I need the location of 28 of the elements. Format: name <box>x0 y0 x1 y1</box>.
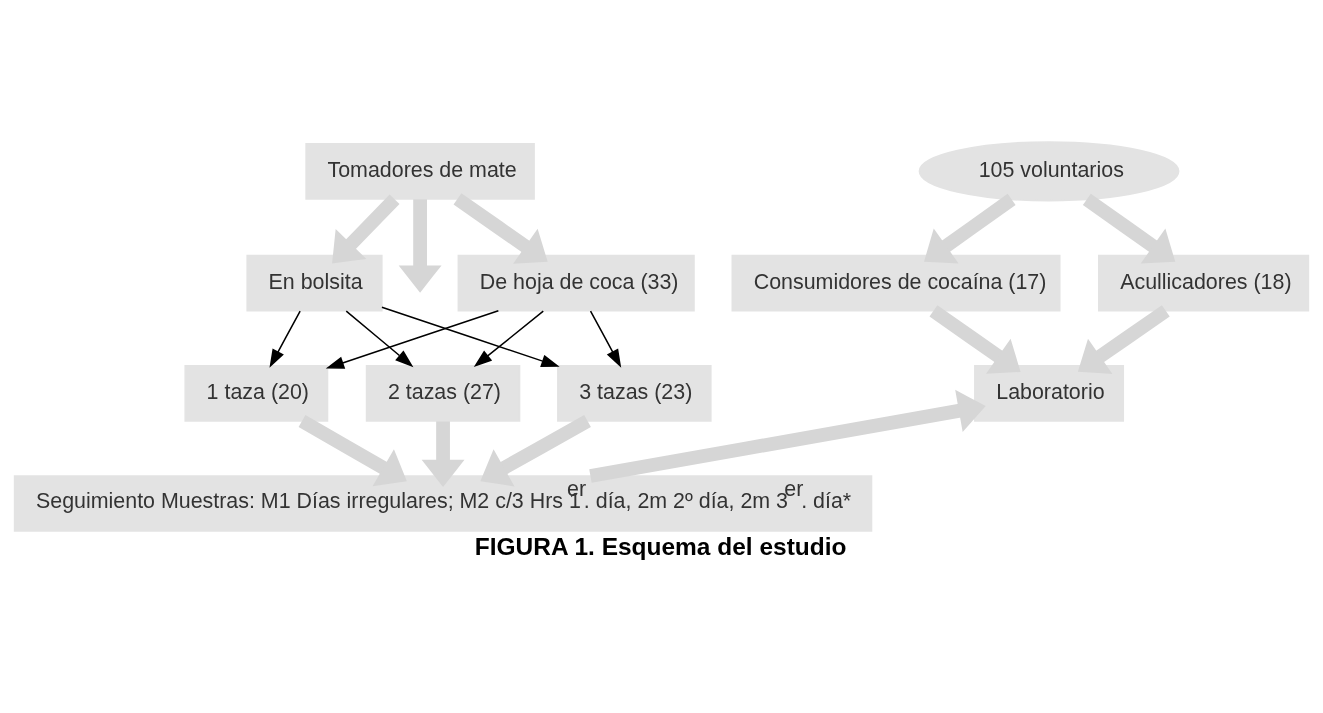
node-box: Tomadores de mate <box>305 143 535 200</box>
node-box: En bolsita <box>246 254 383 312</box>
node-box: Acullicadores (18) <box>1098 254 1310 312</box>
arrow <box>1077 305 1170 374</box>
arrow <box>269 310 301 368</box>
arrow <box>929 305 1021 374</box>
arrow <box>421 421 465 487</box>
node-box: 1 taza (20) <box>184 365 329 422</box>
arrow <box>325 310 500 369</box>
arrow <box>589 389 986 483</box>
arrow <box>398 199 442 293</box>
arrow <box>473 310 545 368</box>
arrow <box>381 306 560 368</box>
node-box: Laboratorio <box>974 365 1125 422</box>
arrow <box>453 193 548 264</box>
node-box: 2 tazas (27) <box>365 365 521 422</box>
arrow <box>1082 193 1176 264</box>
node-ellipse: 105 voluntarios <box>918 141 1180 202</box>
arrow <box>332 194 400 264</box>
caption: FIGURA 1. Esquema del estudio <box>474 533 847 561</box>
node-box: Consumidores de cocaína (17) <box>731 254 1061 312</box>
arrow <box>924 193 1016 264</box>
arrow <box>298 415 407 487</box>
node-box: De hoja de coca (33) <box>457 254 695 312</box>
arrow <box>589 310 622 368</box>
arrow <box>345 310 414 368</box>
node-box: 3 tazas (23) <box>557 365 712 422</box>
arrow <box>480 415 591 487</box>
